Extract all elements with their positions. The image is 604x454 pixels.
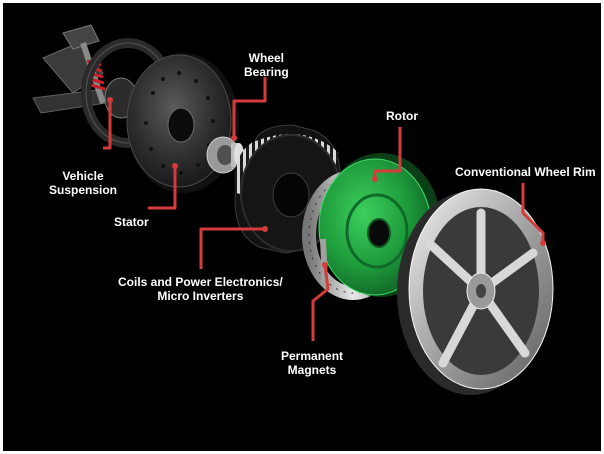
leader-wheel-bearing bbox=[232, 77, 267, 138]
leader-lines bbox=[103, 77, 546, 341]
label-vehicle-suspension-line2: Suspension bbox=[49, 183, 118, 197]
label-coils-power-electronics: Coils and Power Electronics/ Micro Inver… bbox=[118, 275, 283, 303]
leader-wheel-rim bbox=[521, 183, 545, 243]
label-permanent-magnets-line1: Permanent bbox=[281, 349, 344, 363]
label-permanent-magnets: Permanent Magnets bbox=[281, 349, 343, 377]
label-coils-line1: Coils and Power Electronics/ bbox=[118, 275, 283, 289]
label-coils-line2: Micro Inverters bbox=[157, 289, 244, 303]
label-wheel-bearing: Wheel Bearing bbox=[244, 51, 289, 79]
wheel-rim bbox=[397, 188, 554, 395]
leader-permanent-magnets bbox=[311, 264, 330, 341]
label-wheel-bearing-line1: Wheel bbox=[248, 51, 285, 65]
leader-coils bbox=[199, 227, 265, 269]
label-vehicle-suspension: Vehicle Suspension bbox=[49, 169, 117, 197]
leader-rotor bbox=[373, 127, 402, 179]
exploded-hub-motor-diagram: Wheel Bearing Rotor Conventional Wheel R… bbox=[3, 3, 601, 451]
leader-stator bbox=[148, 166, 177, 210]
label-conventional-wheel-rim: Conventional Wheel Rim bbox=[455, 165, 596, 179]
label-rotor: Rotor bbox=[386, 109, 418, 123]
diagram-artwork bbox=[32, 24, 554, 395]
label-wheel-bearing-line2: Bearing bbox=[244, 65, 289, 79]
leader-vehicle-suspension bbox=[103, 100, 112, 150]
label-stator: Stator bbox=[114, 215, 149, 229]
label-vehicle-suspension-line1: Vehicle bbox=[62, 169, 104, 183]
label-permanent-magnets-line2: Magnets bbox=[287, 363, 337, 377]
